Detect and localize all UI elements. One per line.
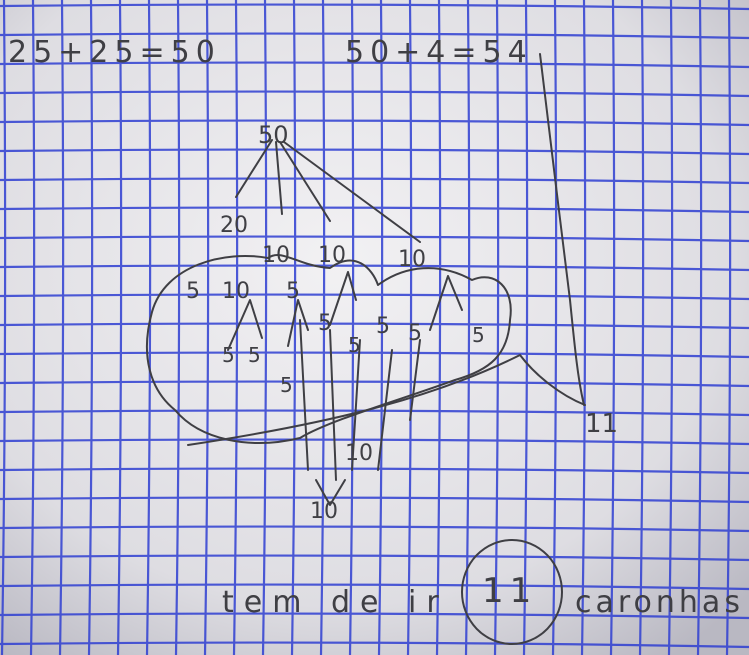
answer-suffix: caronhas	[575, 585, 744, 620]
tree-l2-e: 5	[376, 314, 390, 339]
tree-l3-a: 5	[222, 343, 235, 367]
tree-l3-e: 5	[280, 373, 293, 397]
tree-l3-b: 5	[248, 343, 261, 367]
right-total: 11	[585, 409, 618, 439]
tree-l1-b: 10	[262, 243, 290, 268]
tree-l1-a: 20	[220, 213, 248, 238]
tree-l1-c: 10	[318, 243, 346, 268]
tree-l1-d: 10	[398, 247, 426, 272]
tree-lower-b: 10	[310, 499, 338, 524]
answer-prefix: tem de ir	[222, 585, 449, 620]
tree-l2-d: 5	[318, 311, 332, 336]
tree-l3-c: 5	[348, 333, 361, 357]
answer-number: 11	[482, 571, 537, 611]
tree-l2-a: 5	[186, 279, 200, 304]
tree-l2-b: 10	[222, 279, 250, 304]
tree-l2-f: 5	[408, 321, 422, 346]
tree-root: 50	[258, 121, 289, 149]
tree-lower-a: 10	[345, 441, 373, 466]
tree-l2-c: 5	[286, 279, 300, 304]
equation-left: 25+25=50	[8, 35, 221, 70]
tree-l3-d: 5	[472, 323, 485, 347]
equation-right: 50+4=54	[345, 35, 533, 70]
